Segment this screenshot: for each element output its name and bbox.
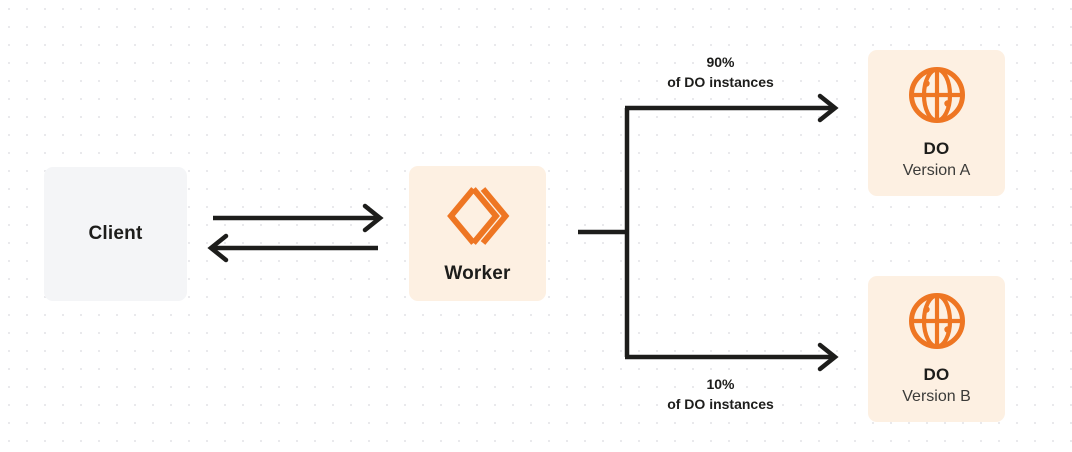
node-do-a-label: DO <box>923 139 950 159</box>
connector-worker-branch-split <box>578 108 630 357</box>
node-client[interactable]: Client <box>44 167 187 301</box>
connector-branch-to-do-b <box>625 342 839 372</box>
node-client-label: Client <box>88 223 143 245</box>
connector-worker-to-client <box>207 233 378 263</box>
node-do-b-sublabel: Version B <box>902 387 971 405</box>
branch-bottom-percent: 10% <box>706 376 735 392</box>
branch-label-bottom: 10% of DO instances <box>633 374 808 415</box>
branch-top-percent: 90% <box>706 54 735 70</box>
node-worker-label: Worker <box>444 262 511 284</box>
branch-top-description: of DO instances <box>667 74 774 91</box>
branch-bottom-description: of DO instances <box>667 396 774 413</box>
connector-client-to-worker <box>213 203 384 233</box>
node-worker[interactable]: Worker <box>409 166 546 301</box>
node-do-version-b[interactable]: DO Version B <box>868 276 1005 422</box>
cloudflare-workers-icon <box>443 183 513 249</box>
globe-icon <box>907 65 967 125</box>
node-do-a-sublabel: Version A <box>902 161 971 179</box>
node-do-b-label: DO <box>923 365 950 385</box>
globe-icon <box>907 291 967 351</box>
node-do-version-a[interactable]: DO Version A <box>868 50 1005 196</box>
branch-label-top: 90% of DO instances <box>633 52 808 93</box>
connector-branch-to-do-a <box>625 93 839 123</box>
